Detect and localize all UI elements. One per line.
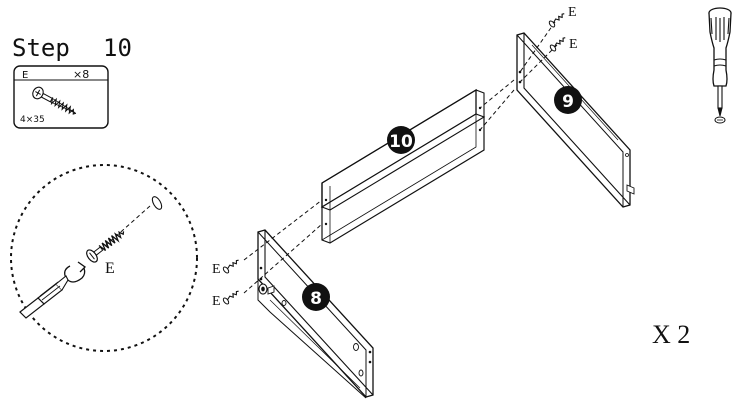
panel-8-badge <box>302 283 330 311</box>
screw-label-top-2: E <box>569 37 578 52</box>
step-label: Step <box>12 34 70 62</box>
panel-10-number: 10 <box>389 132 413 152</box>
panel-9-badge <box>554 86 582 114</box>
screw-top-1 <box>548 13 565 28</box>
callout-screw-icon <box>86 231 125 263</box>
part-quantity: ×8 <box>73 68 89 81</box>
panel-9-number: 9 <box>562 92 574 112</box>
quantity-multiplier: X 2 <box>652 320 690 349</box>
screw-label-left-2: E <box>212 294 221 309</box>
panel-10-badge <box>387 126 415 154</box>
screw-top-2 <box>549 37 566 52</box>
parts-box: E ×8 4×35 <box>13 65 109 129</box>
rotation-arrow-icon <box>64 265 86 283</box>
screw-label-top-1: E <box>568 5 577 20</box>
screw-left-2 <box>222 290 239 305</box>
panel-9: 9 <box>516 32 635 208</box>
panel-8-number: 8 <box>310 289 322 309</box>
screw-label-left-1: E <box>212 262 221 277</box>
step-number: 10 <box>103 34 132 62</box>
panel-10: 10 <box>320 88 486 244</box>
assembly-guides <box>243 21 558 294</box>
callout-screwdriver-icon <box>19 275 69 319</box>
screwdriver-icon <box>708 7 732 124</box>
callout-screw-label: E <box>105 260 115 277</box>
part-size: 4×35 <box>20 115 45 125</box>
part-code: E <box>22 70 28 81</box>
screw-left-1 <box>222 259 239 274</box>
detail-callout: E <box>10 164 198 352</box>
screw-icon <box>32 86 77 115</box>
panel-8: 8 <box>257 229 374 399</box>
